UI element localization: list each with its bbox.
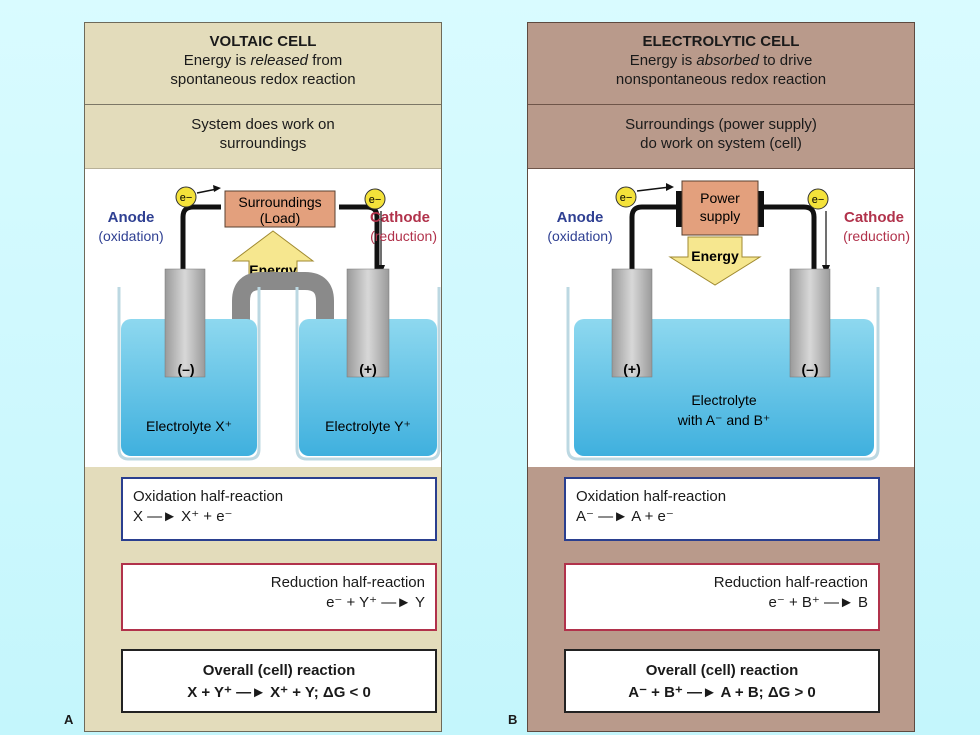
reduction-title: Reduction half-reaction — [713, 574, 868, 591]
energy-label: Energy — [691, 248, 739, 264]
supply-terminal-left — [676, 191, 682, 227]
svg-text:e−: e− — [812, 194, 825, 206]
electrolytic-desc-line2: nonspontaneous redox reaction — [615, 71, 827, 88]
voltaic-desc-line2: spontaneous redox reaction — [170, 71, 356, 88]
right-beaker — [295, 287, 441, 461]
load-label-2: (Load) — [260, 210, 300, 226]
cathode-sign: (+) — [359, 361, 377, 377]
left-beaker — [117, 287, 261, 461]
oxidation-equation: A⁻ —► A + e⁻ — [576, 508, 674, 525]
overall-title: Overall (cell) reaction — [202, 662, 356, 679]
anode-sign: (–) — [177, 361, 194, 377]
oxidation-title: Oxidation half-reaction — [133, 488, 284, 505]
overall-equation: A⁻ + B⁺ —► A + B; ΔG > 0 — [628, 684, 816, 701]
svg-text:e−: e− — [369, 194, 382, 206]
power-supply-box — [681, 180, 759, 236]
energy-down-arrow-icon — [668, 236, 762, 286]
left-electrolyte-label: Electrolyte X⁺ — [146, 418, 232, 434]
voltaic-diagram: e− e− Surroundings (Load) Anode (oxidati… — [85, 169, 441, 467]
cathode-wire — [339, 204, 380, 272]
right-electrolyte-label: Electrolyte Y⁺ — [325, 418, 411, 434]
electron-right-icon: e− — [807, 188, 830, 275]
reduction-title: Reduction half-reaction — [270, 574, 425, 591]
oxidation-title: Oxidation half-reaction — [576, 488, 727, 505]
electrolyte-label-1: Electrolyte — [691, 392, 757, 408]
reduction-box: Reduction half-reaction e⁻ + Y⁺ —► Y — [121, 563, 437, 631]
overall-title: Overall (cell) reaction — [645, 662, 799, 679]
oxidation-box: Oxidation half-reaction X —► X⁺ + e⁻ — [121, 477, 437, 541]
anode-label: Anode — [108, 209, 155, 226]
svg-text:e−: e− — [180, 192, 193, 204]
reduction-equation: e⁻ + B⁺ —► B — [768, 594, 868, 611]
oxidation-box: Oxidation half-reaction A⁻ —► A + e⁻ — [564, 477, 880, 541]
anode-sub-label: (oxidation) — [98, 228, 163, 244]
voltaic-desc-em: released — [250, 52, 309, 69]
electrolytic-system-line1: Surroundings (power supply) — [625, 116, 817, 133]
oxidation-equation: X —► X⁺ + e⁻ — [133, 508, 233, 525]
voltaic-title: VOLTAIC CELL — [209, 33, 317, 50]
panel-letter-a: A — [64, 712, 74, 727]
load-label-1: Surroundings — [238, 194, 321, 210]
electrolytic-system-line2: do work on system (cell) — [640, 135, 802, 152]
voltaic-desc: Energy is released from — [85, 51, 441, 70]
salt-bridge — [232, 272, 334, 378]
reduction-box: Reduction half-reaction e⁻ + B⁺ —► B — [564, 563, 880, 631]
svg-text:e−: e− — [620, 192, 633, 204]
cathode-wire — [764, 204, 817, 272]
electrolytic-system-note: Surroundings (power supply) do work on s… — [528, 105, 914, 169]
electrolytic-desc-post: to drive — [758, 52, 813, 69]
electron-left-icon: e− — [615, 183, 674, 208]
anode-wire — [629, 204, 676, 272]
cathode-sub-label: (reduction) — [370, 228, 437, 244]
supply-label-1: Power — [700, 190, 740, 206]
voltaic-cell-panel: VOLTAIC CELL Energy is released from spo… — [84, 22, 442, 732]
cathode-sign: (–) — [801, 361, 818, 377]
supply-terminal-right — [758, 191, 764, 227]
beaker — [566, 287, 880, 461]
electrolytic-diagram: e− e− Power supply Anode (oxidation) Cat… — [528, 169, 914, 467]
anode-wire — [180, 204, 221, 272]
electron-right-icon: e− — [364, 188, 386, 275]
anode-sub-label: (oxidation) — [547, 228, 612, 244]
cathode-electrode — [789, 268, 831, 378]
cathode-label: Cathode — [844, 209, 904, 226]
electrolytic-header: ELECTROLYTIC CELL Energy is absorbed to … — [528, 23, 914, 105]
voltaic-desc-pre: Energy is — [183, 52, 251, 69]
cathode-label: Cathode — [370, 209, 430, 226]
anode-sign: (+) — [623, 361, 641, 377]
anode-label: Anode — [557, 209, 604, 226]
overall-equation: X + Y⁺ —► X⁺ + Y; ΔG < 0 — [187, 684, 371, 701]
voltaic-system-note: System does work on surroundings — [85, 105, 441, 169]
supply-label-2: supply — [700, 208, 740, 224]
panel-letter-b: B — [508, 712, 518, 727]
anode-electrode — [164, 268, 206, 378]
voltaic-system-line2: surroundings — [219, 135, 307, 152]
cathode-electrode — [346, 268, 390, 378]
voltaic-desc-post: from — [308, 52, 343, 69]
anode-electrode — [611, 268, 653, 378]
right-electrolyte — [299, 319, 437, 456]
reduction-equation: e⁻ + Y⁺ —► Y — [326, 594, 425, 611]
electrolytic-cell-panel: ELECTROLYTIC CELL Energy is absorbed to … — [527, 22, 915, 732]
electrolytic-desc: Energy is absorbed to drive — [528, 51, 914, 70]
left-electrolyte — [121, 319, 257, 456]
voltaic-header: VOLTAIC CELL Energy is released from spo… — [85, 23, 441, 105]
electrolytic-title: ELECTROLYTIC CELL — [642, 33, 800, 50]
overall-box: Overall (cell) reaction X + Y⁺ —► X⁺ + Y… — [121, 649, 437, 713]
electron-left-icon: e− — [175, 185, 221, 208]
cathode-sub-label: (reduction) — [843, 228, 910, 244]
overall-box: Overall (cell) reaction A⁻ + B⁺ —► A + B… — [564, 649, 880, 713]
load-box — [224, 190, 336, 228]
voltaic-system-line1: System does work on — [191, 116, 335, 133]
electrolyte-label-2: with A⁻ and B⁺ — [677, 412, 771, 428]
electrolytic-desc-pre: Energy is — [629, 52, 697, 69]
electrolytic-desc-em: absorbed — [696, 52, 759, 69]
